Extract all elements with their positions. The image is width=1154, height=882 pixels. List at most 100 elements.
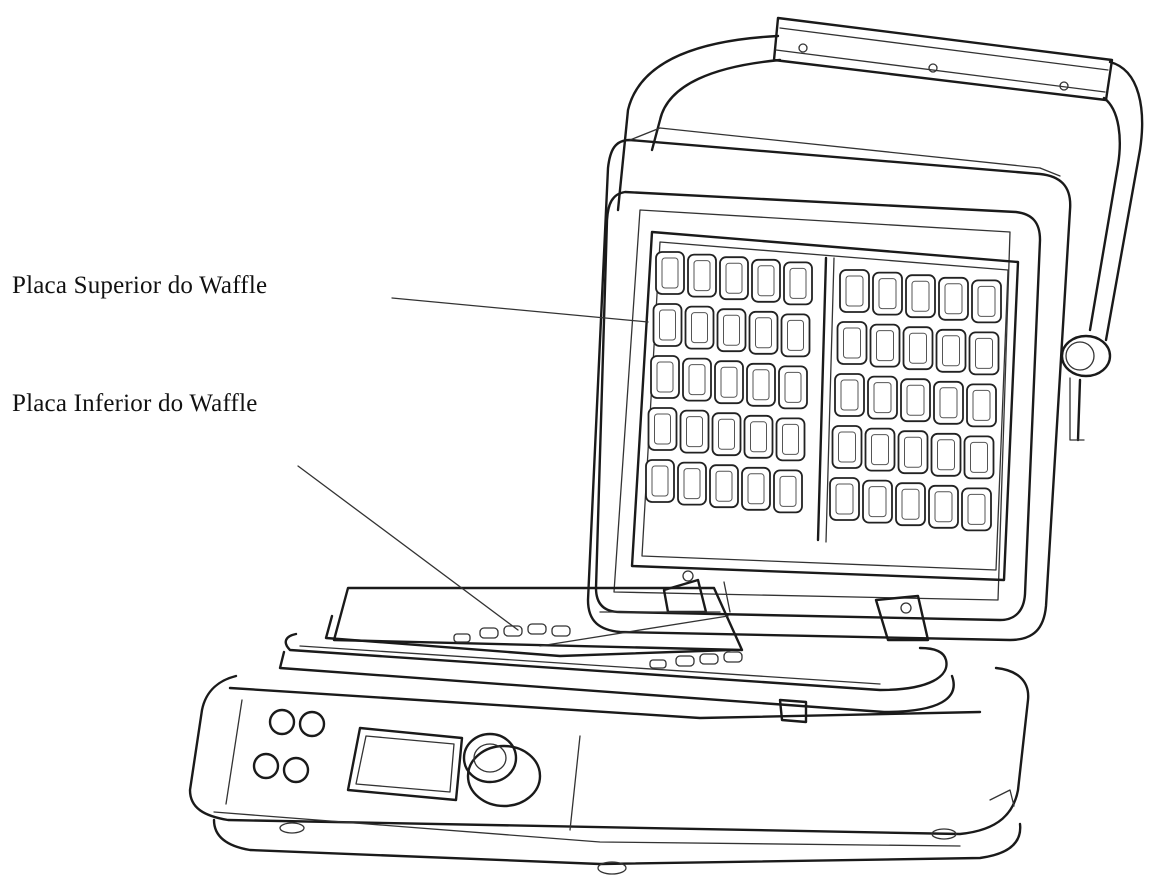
waffle-cell [741,466,771,511]
waffle-cell [778,365,808,410]
waffle-cell [933,380,964,425]
waffle-cell [645,459,675,503]
waffle-cell [775,417,806,462]
waffle-cell-inner [975,337,993,369]
waffle-cell [938,276,969,321]
waffle-cell [869,323,901,368]
waffle-cell-inner [693,260,711,292]
waffle-cell [748,310,779,355]
waffle-cell [966,383,997,428]
waffle-cell-inner [755,317,772,349]
waffle-cell-inner [901,488,920,520]
waffle-cell [687,253,717,298]
waffle-cell [652,303,683,347]
waffle-cell-inner [840,379,859,411]
waffle-cell-inner [845,275,864,307]
waffle-cell-inner [972,389,991,421]
waffle-cell-inner [654,413,671,445]
waffle-cell [829,477,860,521]
waffle-cell [864,427,896,472]
waffle-cell-inner [787,319,804,351]
waffle-cell [716,308,747,353]
waffle-cell-inner [942,335,960,367]
waffle-cell-inner [720,366,738,398]
handle [616,16,1144,342]
waffle-cell [783,261,813,306]
waffle-cell [902,326,934,371]
waffle-cell-inner [661,257,679,289]
waffle-cell-inner [906,384,925,416]
waffle-cell [746,362,776,407]
leader-line-upper [391,297,649,323]
waffle-cell-inner [659,309,676,341]
waffle-cell [682,357,712,402]
waffle-cell-inner [757,265,775,297]
waffle-cell [780,313,811,358]
waffle-cell [743,414,774,459]
waffle-cell-inner [725,262,743,294]
waffle-cell [872,271,903,316]
waffle-cell-inner [784,371,802,403]
waffle-cell [751,258,781,303]
waffle-cell-inner [838,431,856,463]
waffle-cell [711,412,742,457]
waffle-cell-inner [911,280,930,312]
waffle-cell-inner [723,314,740,346]
lower-plate [324,586,744,669]
waffle-cell-inner [843,327,861,359]
waffle-cell-inner [747,473,765,505]
base [188,632,1030,875]
waffle-cell [968,331,1000,376]
waffle-cell-inner [715,470,733,502]
waffle-cell-inner [779,475,797,507]
waffle-cell [650,355,680,399]
waffle-cell [714,360,744,405]
waffle-cell-inner [782,423,799,455]
waffle-cell [897,430,929,475]
waffle-cell [647,407,678,451]
waffle-cell [963,435,995,480]
waffle-cell-inner [868,486,887,518]
waffle-cell-inner [686,416,703,448]
upper-plate-cells [645,251,1002,532]
waffle-cell [839,269,870,313]
waffle-cell-inner [656,361,674,393]
waffle-cell [935,328,967,373]
waffle-cell-inner [683,468,701,500]
side-latch [1060,334,1112,442]
waffle-cell [900,378,931,423]
waffle-cell-inner [970,441,988,473]
upper-plate-label: Placa Superior do Waffle [12,272,268,299]
waffle-cell-inner [688,364,706,396]
waffle-cell [679,409,710,454]
waffle-cell-inner [878,278,897,310]
waffle-cell-inner [873,382,892,414]
waffle-cell-inner [876,330,894,362]
waffle-cell-inner [967,493,986,525]
waffle-cell [709,464,739,509]
waffle-cell [867,375,898,420]
waffle-cell-inner [752,369,770,401]
waffle-cell [677,461,707,506]
waffle-cell-inner [909,332,927,364]
waffle-cell-inner [939,387,958,419]
waffle-cell-inner [934,491,953,523]
leader-line-lower [297,465,519,631]
waffle-cell-inner [937,439,955,471]
waffle-cell-inner [904,436,922,468]
waffle-cell-inner [691,312,708,344]
hinges [662,570,930,642]
upper-lid [586,127,1072,642]
waffle-cell [961,487,992,532]
control-panel [252,708,542,808]
waffle-cell [905,274,936,319]
waffle-cell [773,469,803,514]
waffle-cell-inner [977,285,996,317]
waffle-cell [684,305,715,350]
waffle-cell [655,251,685,295]
waffle-cell-inner [835,483,854,515]
waffle-cell-inner [789,267,807,299]
waffle-cell-inner [718,418,735,450]
waffle-cell [895,482,926,527]
